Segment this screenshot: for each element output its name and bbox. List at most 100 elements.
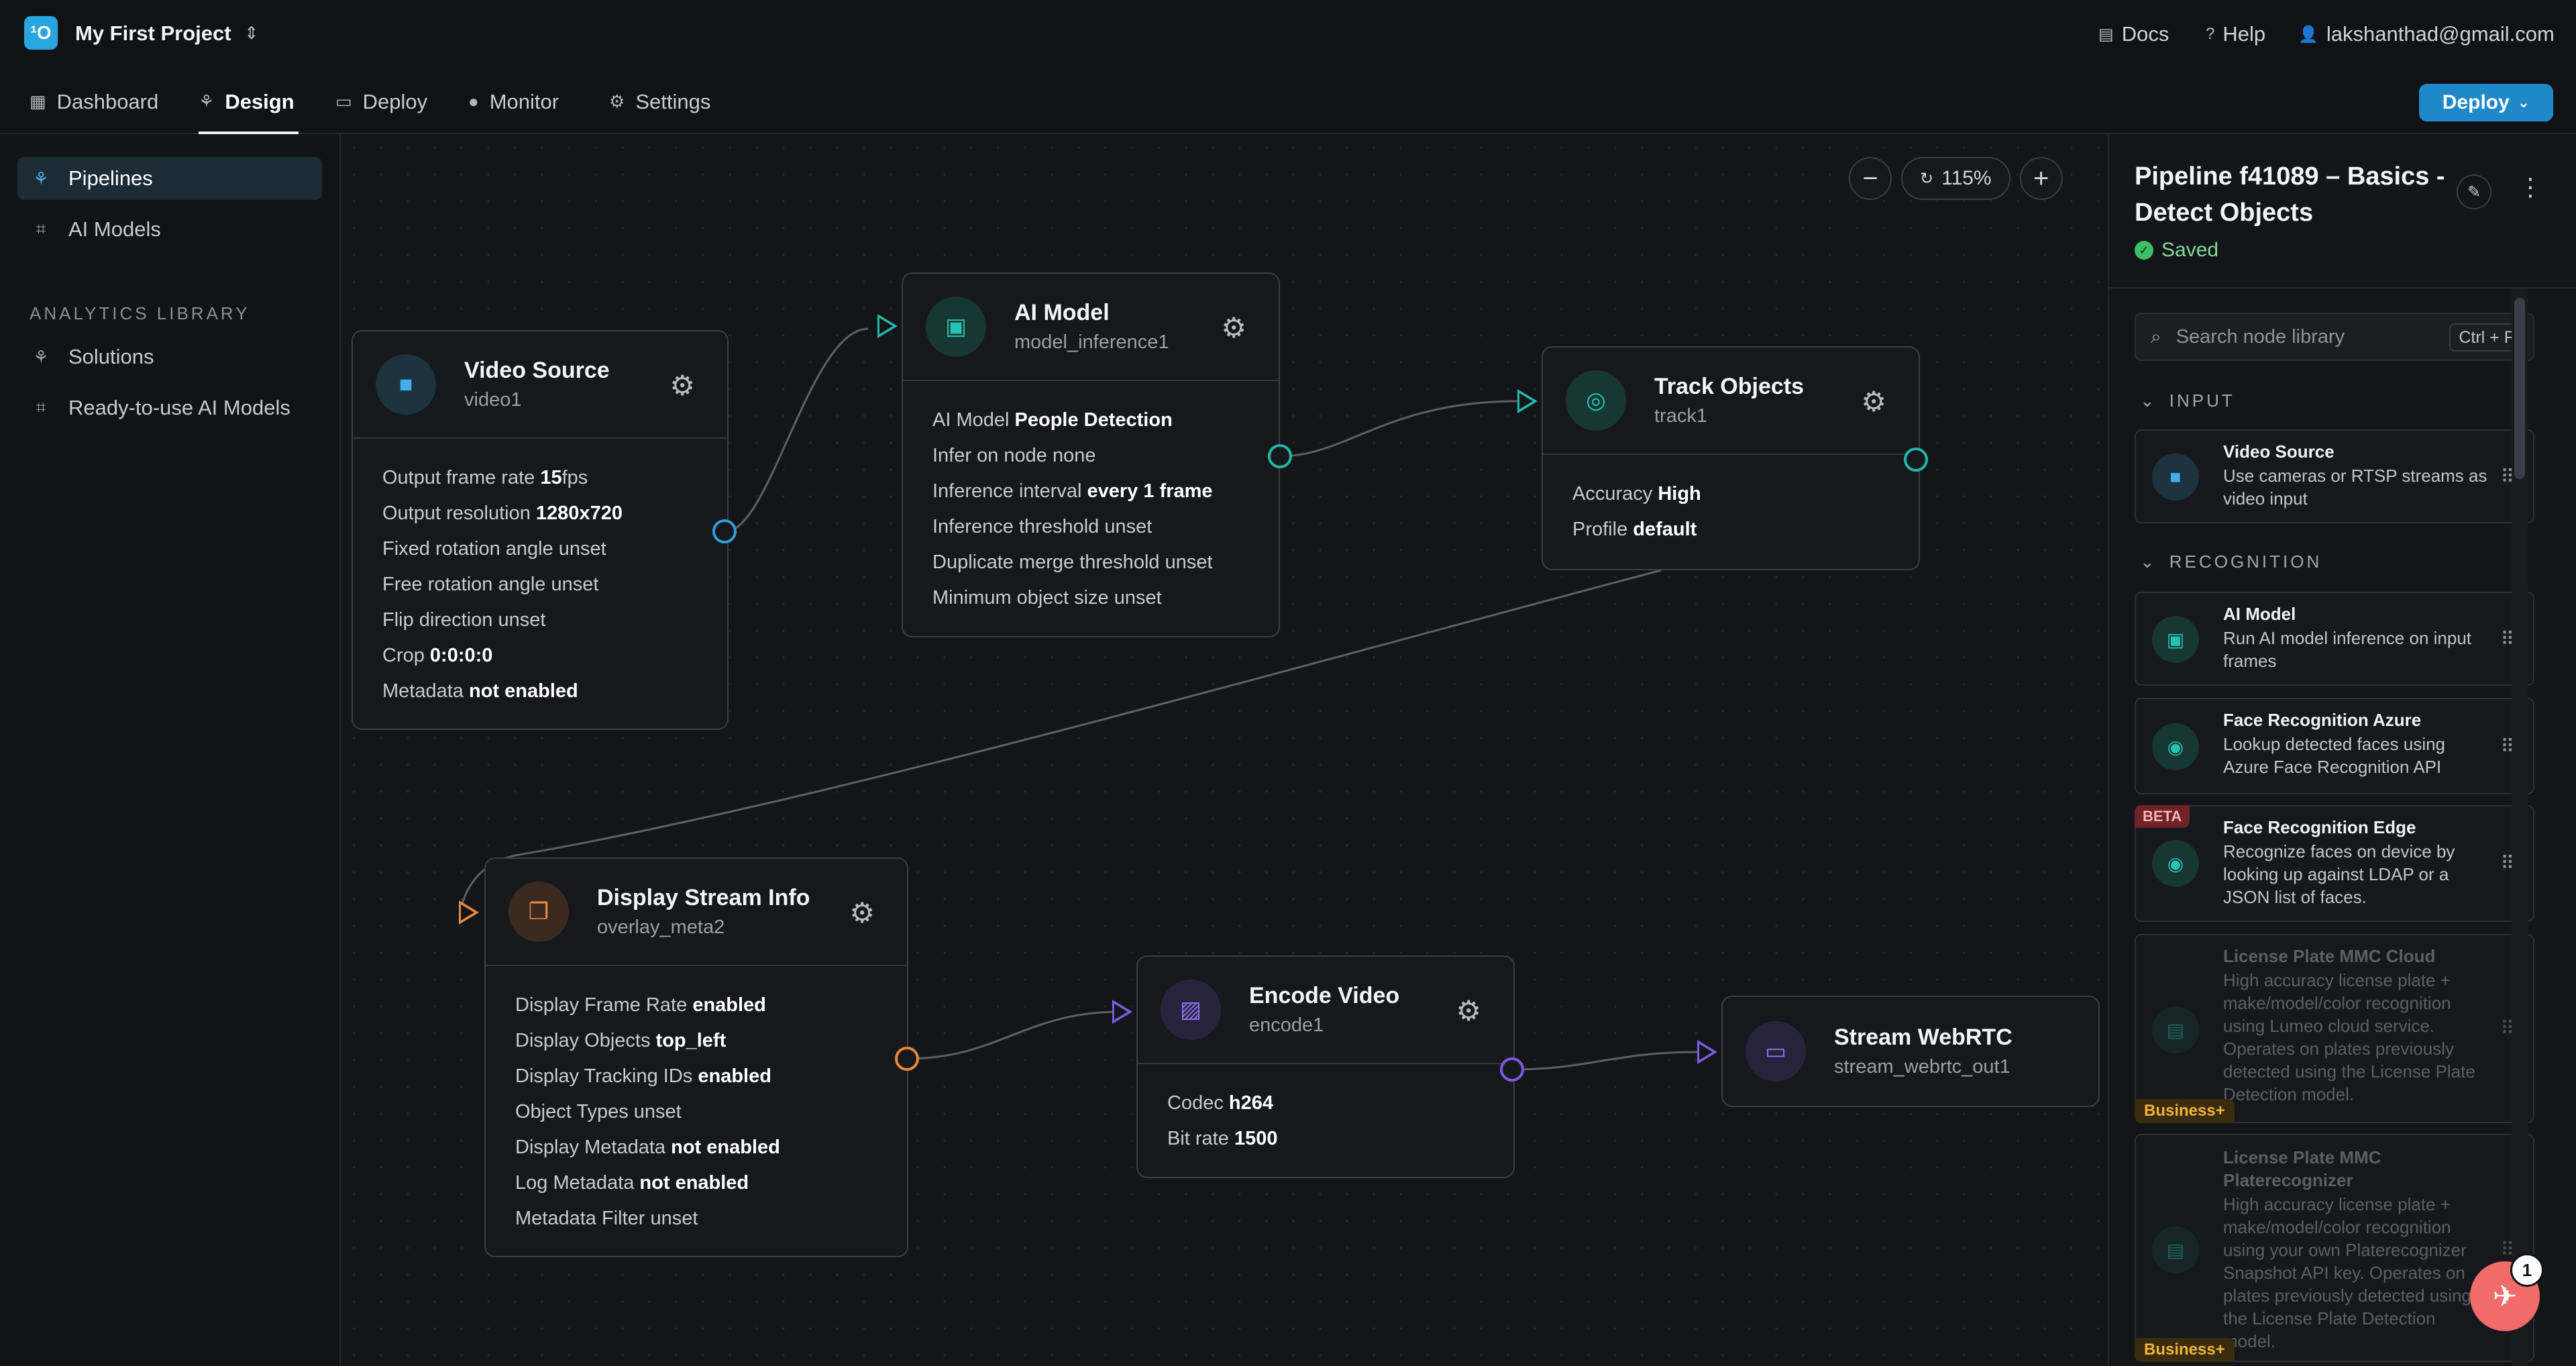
drag-handle-icon[interactable]: ⠿ — [2500, 1239, 2514, 1260]
chevron-down-icon: ⌄ — [2517, 94, 2530, 111]
sidebar-item-ai-models[interactable]: ⌗ AI Models — [17, 208, 322, 251]
panel-scrollbar[interactable] — [2512, 288, 2528, 1366]
video-source-output-port[interactable] — [712, 519, 737, 543]
reset-icon: ↻ — [1920, 169, 1934, 188]
ai-model-icon: ⌗ — [36, 397, 46, 417]
sidebar-item-label: Ready-to-use AI Models — [68, 396, 290, 419]
node-header: ■ Video Source video1 ⚙ — [353, 331, 727, 439]
ai-model-icon: ▣ — [926, 297, 986, 357]
zoom-reset-button[interactable]: ↻ 115% — [1901, 157, 2010, 200]
encode-video-output-port[interactable] — [1500, 1057, 1524, 1082]
node-track-objects[interactable]: ◎ Track Objects track1 ⚙ Accuracy High P… — [1542, 346, 1920, 570]
drag-handle-icon[interactable]: ⠿ — [2500, 736, 2514, 757]
gear-icon[interactable]: ⚙ — [1456, 995, 1481, 1027]
video-camera-icon: ■ — [2152, 454, 2199, 501]
chevron-up-down-icon[interactable]: ⇕ — [244, 23, 259, 43]
track-objects-input-port[interactable] — [1517, 389, 1538, 413]
gear-icon[interactable]: ⚙ — [1221, 312, 1246, 344]
tab-settings[interactable]: ⚙ Settings — [609, 86, 710, 134]
deploy-button[interactable]: Deploy ⌄ — [2419, 84, 2553, 121]
node-header: ❐ Display Stream Info overlay_meta2 ⚙ — [486, 859, 907, 966]
wire-encode-to-webrtc — [1513, 1051, 1698, 1071]
sidebar-item-ready-models[interactable]: ⌗ Ready-to-use AI Models — [17, 386, 322, 429]
pencil-icon: ✎ — [2467, 182, 2481, 201]
library-card-ai-model[interactable]: ▣ AI Model Run AI model inference on inp… — [2135, 592, 2534, 686]
zoom-out-button[interactable]: − — [1849, 157, 1892, 200]
section-input[interactable]: ⌄ INPUT — [2140, 390, 2235, 411]
node-title: Track Objects — [1654, 374, 1805, 399]
gear-icon[interactable]: ⚙ — [1861, 386, 1886, 417]
business-plus-badge: Business+ — [2135, 1338, 2235, 1362]
user-menu[interactable]: 👤 lakshanthad@gmail.com — [2298, 22, 2555, 46]
display-stream-info-input-port[interactable] — [459, 900, 479, 925]
notifications-button[interactable]: ✈ — [2470, 1261, 2540, 1331]
deploy-icon: ▭ — [335, 91, 352, 111]
gear-icon[interactable]: ⚙ — [669, 370, 695, 401]
card-desc: Lookup detected faces using Azure Face R… — [2223, 734, 2446, 777]
node-encode-video[interactable]: ▨ Encode Video encode1 ⚙ Codec h264 Bit … — [1136, 955, 1515, 1178]
prop-accuracy: Accuracy High — [1572, 483, 1701, 505]
docs-link[interactable]: ▤ Docs — [2098, 22, 2169, 46]
library-card-face-recognition-edge[interactable]: BETA ◉ Face Recognition Edge Recognize f… — [2135, 805, 2534, 922]
track-objects-output-port[interactable] — [1904, 448, 1928, 472]
node-id: encode1 — [1249, 1014, 1324, 1036]
gear-icon[interactable]: ⚙ — [849, 897, 875, 929]
zoom-level: 115% — [1941, 167, 1992, 189]
sidebar-item-solutions[interactable]: ⚘ Solutions — [17, 335, 322, 378]
zoom-in-button[interactable]: + — [2019, 157, 2063, 200]
left-sidebar: ⚘ Pipelines ⌗ AI Models ANALYTICS LIBRAR… — [0, 134, 341, 1366]
project-name[interactable]: My First Project — [75, 21, 231, 45]
zoom-controls: − ↻ 115% + — [1849, 157, 2063, 200]
sidebar-item-pipelines[interactable]: ⚘ Pipelines — [17, 157, 322, 200]
ai-model-output-port[interactable] — [1268, 444, 1292, 468]
help-link[interactable]: ? Help — [2206, 22, 2265, 46]
tab-deploy[interactable]: ▭ Deploy — [335, 86, 427, 134]
more-options-button[interactable]: ⋮ — [2518, 173, 2542, 201]
tab-design[interactable]: ⚘ Design — [199, 86, 299, 134]
monitor-icon: ▭ — [1746, 1021, 1806, 1082]
library-card-license-plate-mmc-cloud[interactable]: ▤ License Plate MMC Cloud High accuracy … — [2135, 934, 2534, 1123]
library-card-license-plate-mmc-platerecognizer[interactable]: ▤ License Plate MMC Platerecognizer High… — [2135, 1134, 2534, 1362]
app-logo[interactable]: ¹O — [24, 16, 58, 50]
node-header: ▭ Stream WebRTC stream_webrtc_out1 — [1723, 997, 2098, 1106]
library-card-video-source[interactable]: ■ Video Source Use cameras or RTSP strea… — [2135, 429, 2534, 523]
design-icon: ⚘ — [199, 91, 215, 111]
tab-dashboard[interactable]: ▦ Dashboard — [30, 86, 158, 134]
tab-label: Dashboard — [56, 90, 159, 113]
chevron-down-icon: ⌄ — [2140, 390, 2157, 411]
top-bar: ¹O My First Project ⇕ ▤ Docs ? Help 👤 la… — [0, 0, 2576, 70]
connection-wires — [459, 327, 1698, 1071]
ai-model-input-port[interactable] — [877, 314, 898, 338]
node-video-source[interactable]: ■ Video Source video1 ⚙ Output frame rat… — [352, 330, 729, 730]
tab-monitor[interactable]: ● Monitor — [468, 86, 559, 134]
sidebar-section-title: ANALYTICS LIBRARY — [30, 303, 250, 323]
drag-handle-icon[interactable]: ⠿ — [2500, 1018, 2514, 1039]
node-id: video1 — [464, 389, 522, 411]
node-stream-webrtc[interactable]: ▭ Stream WebRTC stream_webrtc_out1 — [1721, 996, 2100, 1107]
prop-crop: Crop 0:0:0:0 — [382, 645, 493, 666]
library-card-face-recognition-azure[interactable]: ◉ Face Recognition Azure Lookup detected… — [2135, 698, 2534, 794]
eye-icon: ◉ — [2152, 840, 2199, 887]
section-recognition[interactable]: ⌄ RECOGNITION — [2140, 551, 2322, 572]
scrollbar-thumb[interactable] — [2514, 298, 2525, 479]
edit-title-button[interactable]: ✎ — [2457, 174, 2491, 209]
prop-display-objects: Display Objects top_left — [515, 1030, 727, 1051]
save-status-label: Saved — [2161, 239, 2219, 261]
prop-codec: Codec h264 — [1167, 1092, 1273, 1114]
wire-ai-to-track — [1279, 400, 1518, 458]
drag-handle-icon[interactable]: ⠿ — [2500, 466, 2514, 487]
stream-webrtc-input-port[interactable] — [1697, 1040, 1717, 1064]
node-id: model_inference1 — [1014, 331, 1169, 353]
search-shortcut: Ctrl + F — [2449, 323, 2524, 352]
search-input[interactable] — [2176, 325, 2445, 348]
drag-handle-icon[interactable]: ⠿ — [2500, 629, 2514, 649]
drag-handle-icon[interactable]: ⠿ — [2500, 853, 2514, 874]
card-title: License Plate MMC Platerecognizer — [2223, 1147, 2381, 1190]
node-ai-model[interactable]: ▣ AI Model model_inference1 ⚙ AI Model P… — [902, 272, 1280, 637]
node-props: Display Frame Rate enabled Display Objec… — [486, 966, 907, 1237]
encode-video-input-port[interactable] — [1112, 1000, 1132, 1024]
node-header: ◎ Track Objects track1 ⚙ — [1543, 348, 1919, 455]
display-stream-info-output-port[interactable] — [895, 1047, 919, 1071]
pipeline-canvas[interactable]: − ↻ 115% + ■ Video Source video1 ⚙ Outpu… — [341, 134, 2108, 1366]
node-display-stream-info[interactable]: ❐ Display Stream Info overlay_meta2 ⚙ Di… — [484, 857, 908, 1257]
